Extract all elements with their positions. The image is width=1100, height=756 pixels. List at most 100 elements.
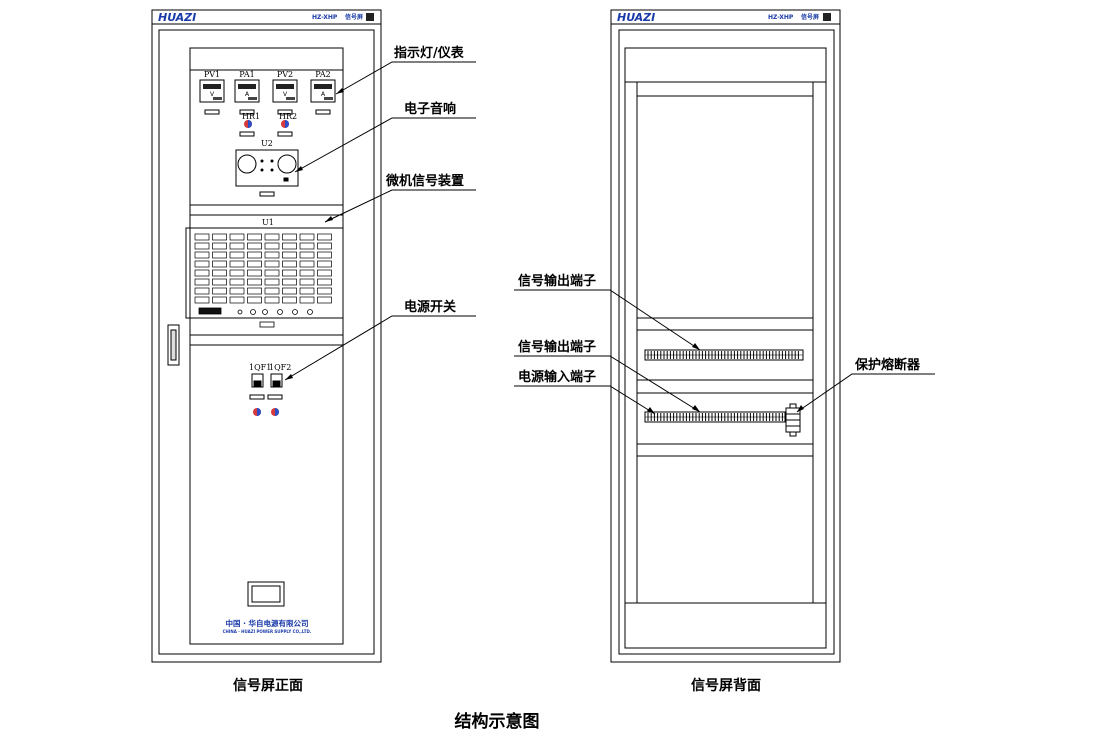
indicator-lamp-hr1: [244, 120, 252, 128]
callout-signal-output-terminal-2: 信号输出端子: [518, 339, 596, 355]
breaker-indicator-lamp-2: [271, 408, 279, 416]
front-callout-leaders: [284, 61, 476, 381]
meter-sub-display: [286, 97, 295, 100]
signal-window: [229, 296, 245, 304]
meter-pv1: [199, 79, 225, 103]
meter-sub-display: [248, 97, 257, 100]
signal-window: [194, 251, 210, 259]
signal-window: [317, 260, 332, 268]
indicator-lamp-hr2: [281, 120, 289, 128]
module-u1-label: U1: [262, 218, 274, 227]
signal-window: [247, 269, 262, 277]
signal-window: [299, 251, 315, 259]
meter-pv2-label: PV2: [277, 70, 293, 79]
meter-display: [276, 84, 294, 89]
signal-window: [229, 233, 245, 241]
callout-signal-device: 微机信号装置: [385, 173, 464, 189]
callout-signal-output-terminal-1: 信号输出端子: [518, 273, 596, 289]
signal-window: [212, 251, 227, 259]
signal-window: [317, 287, 332, 295]
signal-window: [194, 233, 210, 241]
signal-window: [264, 296, 280, 304]
signal-window: [229, 278, 245, 286]
signal-window: [247, 296, 262, 304]
front-model-label: HZ-XHP: [312, 14, 338, 21]
signal-window: [317, 242, 332, 250]
back-caption: 信号屏背面: [691, 677, 761, 694]
signal-window: [212, 233, 227, 241]
signal-window: [229, 260, 245, 268]
signal-window: [194, 296, 210, 304]
signal-window: [247, 233, 262, 241]
front-caption: 信号屏正面: [233, 677, 303, 694]
signal-window: [194, 260, 210, 268]
signal-window: [264, 251, 280, 259]
callout-power-switch: 电源开关: [404, 299, 456, 315]
breaker-1qf2-label: 1QF2: [269, 363, 291, 372]
back-header-badge: [823, 13, 831, 21]
callout-protection-fuse: 保护熔断器: [854, 357, 921, 373]
signal-window: [282, 278, 297, 286]
signal-window: [299, 287, 315, 295]
front-brand-logo: HUAZI: [158, 11, 196, 24]
callout-power-input-terminal: 电源输入端子: [518, 369, 596, 385]
company-name-en: CHINA · HUAZI POWER SUPPLY CO.,LTD.: [223, 629, 312, 634]
signal-window: [247, 260, 262, 268]
protection-fuse-block: [785, 403, 801, 437]
signal-window: [229, 242, 245, 250]
meter-pa1: [234, 79, 260, 103]
company-name-cn: 中国 · 华自电源有限公司: [225, 618, 308, 628]
signal-window: [282, 296, 297, 304]
back-model-label: HZ-XHP: [768, 14, 794, 21]
signal-window: [317, 233, 332, 241]
signal-window: [229, 269, 245, 277]
meter-unit: A: [245, 91, 250, 98]
signal-window: [282, 269, 297, 277]
signal-window: [299, 260, 315, 268]
signal-window: [264, 278, 280, 286]
signal-window: [264, 233, 280, 241]
signal-window: [317, 296, 332, 304]
signal-window: [212, 242, 227, 250]
meter-pa2: [310, 79, 336, 103]
indicator-hr1-label: HR1: [242, 112, 260, 121]
back-cabinet: [610, 9, 841, 663]
signal-window: [212, 269, 227, 277]
front-model-suffix: 信号屏: [345, 13, 363, 21]
signal-window: [194, 242, 210, 250]
indicator-hr2-label: HR2: [279, 112, 297, 121]
callout-electronic-buzzer: 电子音响: [404, 101, 456, 117]
signal-window: [229, 287, 245, 295]
meter-display: [314, 84, 332, 89]
module-u2-label: U2: [261, 139, 273, 148]
meter-pv2: [272, 79, 298, 103]
meter-pv1-label: PV1: [204, 70, 220, 79]
breaker-1qf2: [270, 373, 283, 388]
signal-window: [264, 242, 280, 250]
signal-window: [282, 287, 297, 295]
signal-window: [264, 269, 280, 277]
meter-unit: V: [283, 91, 288, 98]
signal-window: [247, 278, 262, 286]
meter-display: [238, 84, 256, 89]
signal-window: [299, 269, 315, 277]
signal-window: [194, 269, 210, 277]
signal-window: [282, 233, 297, 241]
signal-window: [194, 278, 210, 286]
signal-window: [229, 251, 245, 259]
signal-window: [299, 233, 315, 241]
back-brand-logo: HUAZI: [617, 11, 655, 24]
signal-window: [299, 296, 315, 304]
meter-pa2-label: PA2: [315, 70, 331, 79]
back-callout-leaders: [514, 289, 935, 415]
signal-window: [247, 251, 262, 259]
meter-label-plates: [204, 109, 331, 137]
meter-unit: A: [321, 91, 326, 98]
signal-window: [317, 251, 332, 259]
meter-sub-display: [213, 97, 222, 100]
signal-device-grid: [194, 233, 332, 304]
meter-unit: V: [210, 91, 215, 98]
breaker-1qf1-label: 1QF1: [249, 363, 271, 372]
